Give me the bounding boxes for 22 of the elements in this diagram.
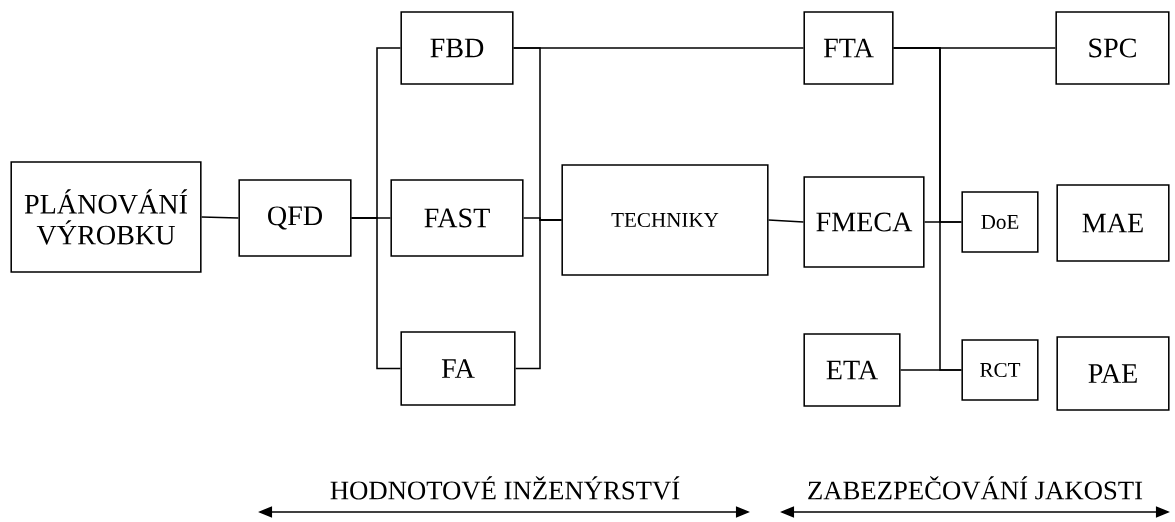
process-box: MAE — [1056, 184, 1170, 262]
connector-line — [892, 47, 963, 371]
process-box: RCT — [961, 339, 1039, 401]
connector-line — [200, 216, 240, 219]
connector-line — [767, 219, 805, 223]
process-box: FMECA — [803, 176, 925, 268]
connector-line — [514, 219, 563, 370]
process-box: PLÁNOVÁNÍ VÝROBKU — [10, 161, 202, 273]
process-box: SPC — [1055, 11, 1170, 85]
connector-line — [350, 217, 402, 370]
process-box: FAST — [390, 179, 524, 257]
section-label: ZABEZPEČOVÁNÍ JAKOSTI — [808, 476, 1143, 500]
process-box: ETA — [803, 333, 901, 407]
section-label: HODNOTOVÉ INŽENÝRSTVÍ — [330, 476, 680, 500]
connector-line — [512, 47, 805, 49]
process-box: FTA — [803, 11, 894, 85]
process-box: QFD — [238, 179, 352, 257]
process-box: TECHNIKY — [561, 164, 769, 276]
process-box: FA — [400, 331, 516, 406]
process-box: DoE — [961, 191, 1039, 253]
process-box: FBD — [400, 11, 514, 85]
process-box: PAE — [1056, 336, 1170, 411]
